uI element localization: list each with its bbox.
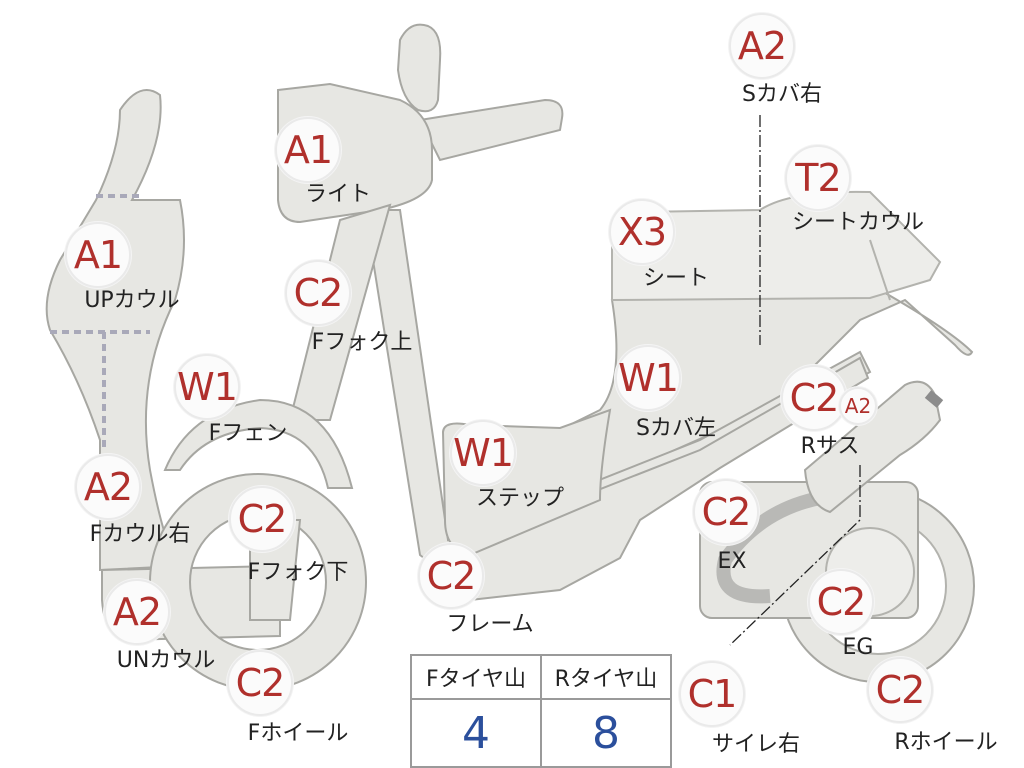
muffler-tip [924,390,944,408]
tire-tread-table: Fタイヤ山 Rタイヤ山 4 8 [410,654,672,768]
part-label: Fカウル右 [89,522,191,547]
part-label: ライト [304,182,372,207]
leader-rsus [729,465,861,646]
front-tire-tread-value: 4 [410,698,542,768]
part-label: EG [842,635,874,660]
part-label: Rホイール [894,730,998,755]
part-code-badge: C2 [781,365,847,431]
rear-tire-tread-header: Rタイヤ山 [540,654,672,700]
part-code-badge: C2 [229,486,295,552]
part-code-badge: W1 [174,354,240,420]
part-code-badge: C2 [227,650,293,716]
part-label: UPカウル [84,288,180,313]
part-label: サイレ右 [711,732,801,757]
exhaust-pipe [716,491,822,604]
frame-lower [438,356,870,604]
part-code-badge: C2 [808,569,874,635]
part-code-badge: C2 [693,479,759,545]
part-label: ステップ [475,486,565,511]
rear-tire-tread-value: 8 [540,698,672,768]
part-code-badge: A2 [75,454,141,520]
part-code-badge: A2 [104,579,170,645]
mirror [396,23,442,113]
part-code-badge: A2 [729,13,795,79]
part-code-badge: C1 [679,661,745,727]
part-label: フレーム [446,612,534,637]
part-label: Fホイール [247,721,349,746]
part-label: シート [642,266,710,291]
part-label: Rサス [800,434,860,459]
part-code-badge: X3 [609,199,675,265]
front-tire-tread-header: Fタイヤ山 [410,654,542,700]
part-label: Fフェン [208,421,288,446]
part-code-badge: A2 [839,387,877,425]
part-label: Sカバ左 [636,416,716,441]
part-code-badge: W1 [450,420,516,486]
part-code-badge: A1 [275,117,341,183]
part-code-badge: W1 [615,345,681,411]
rear-suspension [803,380,942,514]
part-label: Sカバ右 [742,82,822,107]
part-label: UNカウル [116,648,216,673]
part-label: Fフォク下 [247,560,349,585]
part-code-badge: C2 [285,260,351,326]
part-label: シートカウル [791,210,925,235]
part-code-badge: T2 [785,145,851,211]
part-code-badge: C2 [867,657,933,723]
part-label: EX [717,549,747,574]
handlebar [418,98,564,162]
part-label: Fフォク上 [311,330,413,355]
part-code-badge: A1 [65,222,131,288]
part-code-badge: C2 [418,543,484,609]
